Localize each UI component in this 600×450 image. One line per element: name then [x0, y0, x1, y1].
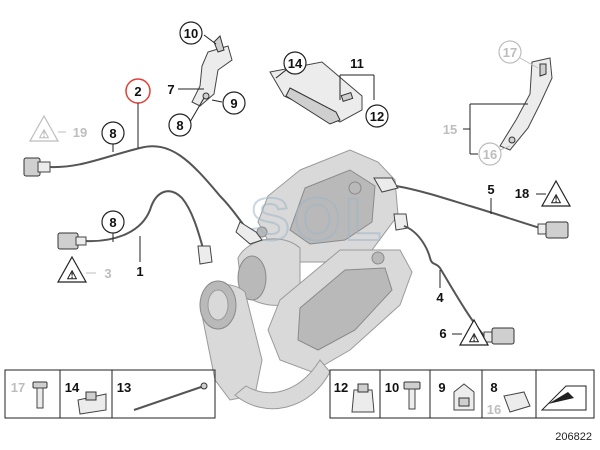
- svg-text:12: 12: [370, 109, 384, 124]
- svg-text:⚠: ⚠: [67, 268, 78, 282]
- callout-6-warning[interactable]: 6 ⚠: [439, 318, 490, 346]
- callout-2-highlighted[interactable]: 2: [125, 78, 151, 148]
- oxygen-sensor-4: [393, 213, 515, 345]
- svg-text:16: 16: [483, 147, 497, 162]
- svg-text:14: 14: [65, 380, 80, 395]
- svg-text:8: 8: [109, 126, 116, 141]
- callout-3-warning[interactable]: ⚠ 3: [56, 255, 112, 283]
- watermark: SOL: [250, 186, 385, 253]
- svg-text:5: 5: [487, 182, 494, 197]
- strip-item-14[interactable]: 14: [65, 380, 107, 415]
- diagram-number: 206822: [555, 431, 592, 443]
- callout-10[interactable]: 10: [179, 21, 217, 45]
- svg-text:11: 11: [350, 56, 364, 71]
- callout-1[interactable]: 1: [136, 236, 144, 279]
- oxygen-sensor-1: [57, 190, 213, 265]
- callout-8-sensor-2[interactable]: 8: [101, 121, 125, 152]
- svg-text:3: 3: [104, 266, 111, 281]
- callout-15[interactable]: 15: [443, 103, 528, 155]
- svg-text:6: 6: [439, 326, 446, 341]
- svg-text:17: 17: [11, 380, 25, 395]
- svg-text:⚠: ⚠: [551, 192, 562, 206]
- svg-text:15: 15: [443, 122, 457, 137]
- svg-text:14: 14: [288, 56, 303, 71]
- svg-text:8: 8: [109, 215, 116, 230]
- callout-8-bracket[interactable]: 8: [168, 97, 205, 137]
- parts-strip-right: 12 10 9 8 16: [329, 369, 595, 419]
- svg-text:8: 8: [176, 118, 183, 133]
- callout-19-warning[interactable]: ⚠ 19: [28, 114, 87, 142]
- strip-item-8[interactable]: 8 16: [487, 380, 531, 417]
- oxygen-sensor-5: [373, 177, 569, 239]
- bracket-7: [191, 35, 233, 107]
- svg-text:16: 16: [487, 402, 501, 417]
- callout-9[interactable]: 9: [211, 91, 246, 115]
- svg-text:8: 8: [490, 380, 497, 395]
- strip-item-10[interactable]: 10: [385, 380, 421, 410]
- svg-text:4: 4: [436, 290, 444, 305]
- callout-4[interactable]: 4: [436, 270, 444, 305]
- svg-text:18: 18: [515, 186, 529, 201]
- strip-item-17[interactable]: 17: [11, 380, 48, 409]
- callout-16[interactable]: 16: [478, 142, 511, 166]
- callout-14[interactable]: 14: [275, 51, 307, 79]
- svg-text:13: 13: [117, 380, 131, 395]
- svg-text:⚠: ⚠: [39, 127, 50, 141]
- svg-text:2: 2: [134, 84, 141, 99]
- strip-item-13[interactable]: 13: [117, 380, 208, 411]
- svg-text:10: 10: [184, 26, 198, 41]
- callout-5[interactable]: 5: [487, 182, 495, 214]
- svg-text:19: 19: [73, 125, 87, 140]
- svg-text:7: 7: [167, 82, 174, 97]
- svg-text:1: 1: [136, 264, 143, 279]
- svg-text:17: 17: [503, 45, 517, 60]
- svg-text:⚠: ⚠: [469, 331, 480, 345]
- svg-text:10: 10: [385, 380, 399, 395]
- parts-strip-left: 17 14 13: [4, 369, 216, 419]
- callout-17[interactable]: 17: [498, 40, 539, 69]
- svg-text:12: 12: [334, 380, 348, 395]
- callout-11[interactable]: 11: [339, 56, 375, 100]
- strip-arrow: [540, 385, 587, 411]
- svg-text:9: 9: [230, 96, 237, 111]
- callout-8-sensor-1[interactable]: 8: [101, 210, 125, 242]
- oxygen-sensor-2: [23, 145, 263, 245]
- svg-text:9: 9: [438, 380, 445, 395]
- bracket-11: [269, 61, 363, 125]
- strip-item-9[interactable]: 9: [438, 380, 475, 411]
- strip-item-12[interactable]: 12: [334, 380, 375, 413]
- callout-12[interactable]: 12: [365, 104, 389, 128]
- callout-7[interactable]: 7: [167, 82, 204, 97]
- callout-18-warning[interactable]: 18 ⚠: [515, 179, 572, 207]
